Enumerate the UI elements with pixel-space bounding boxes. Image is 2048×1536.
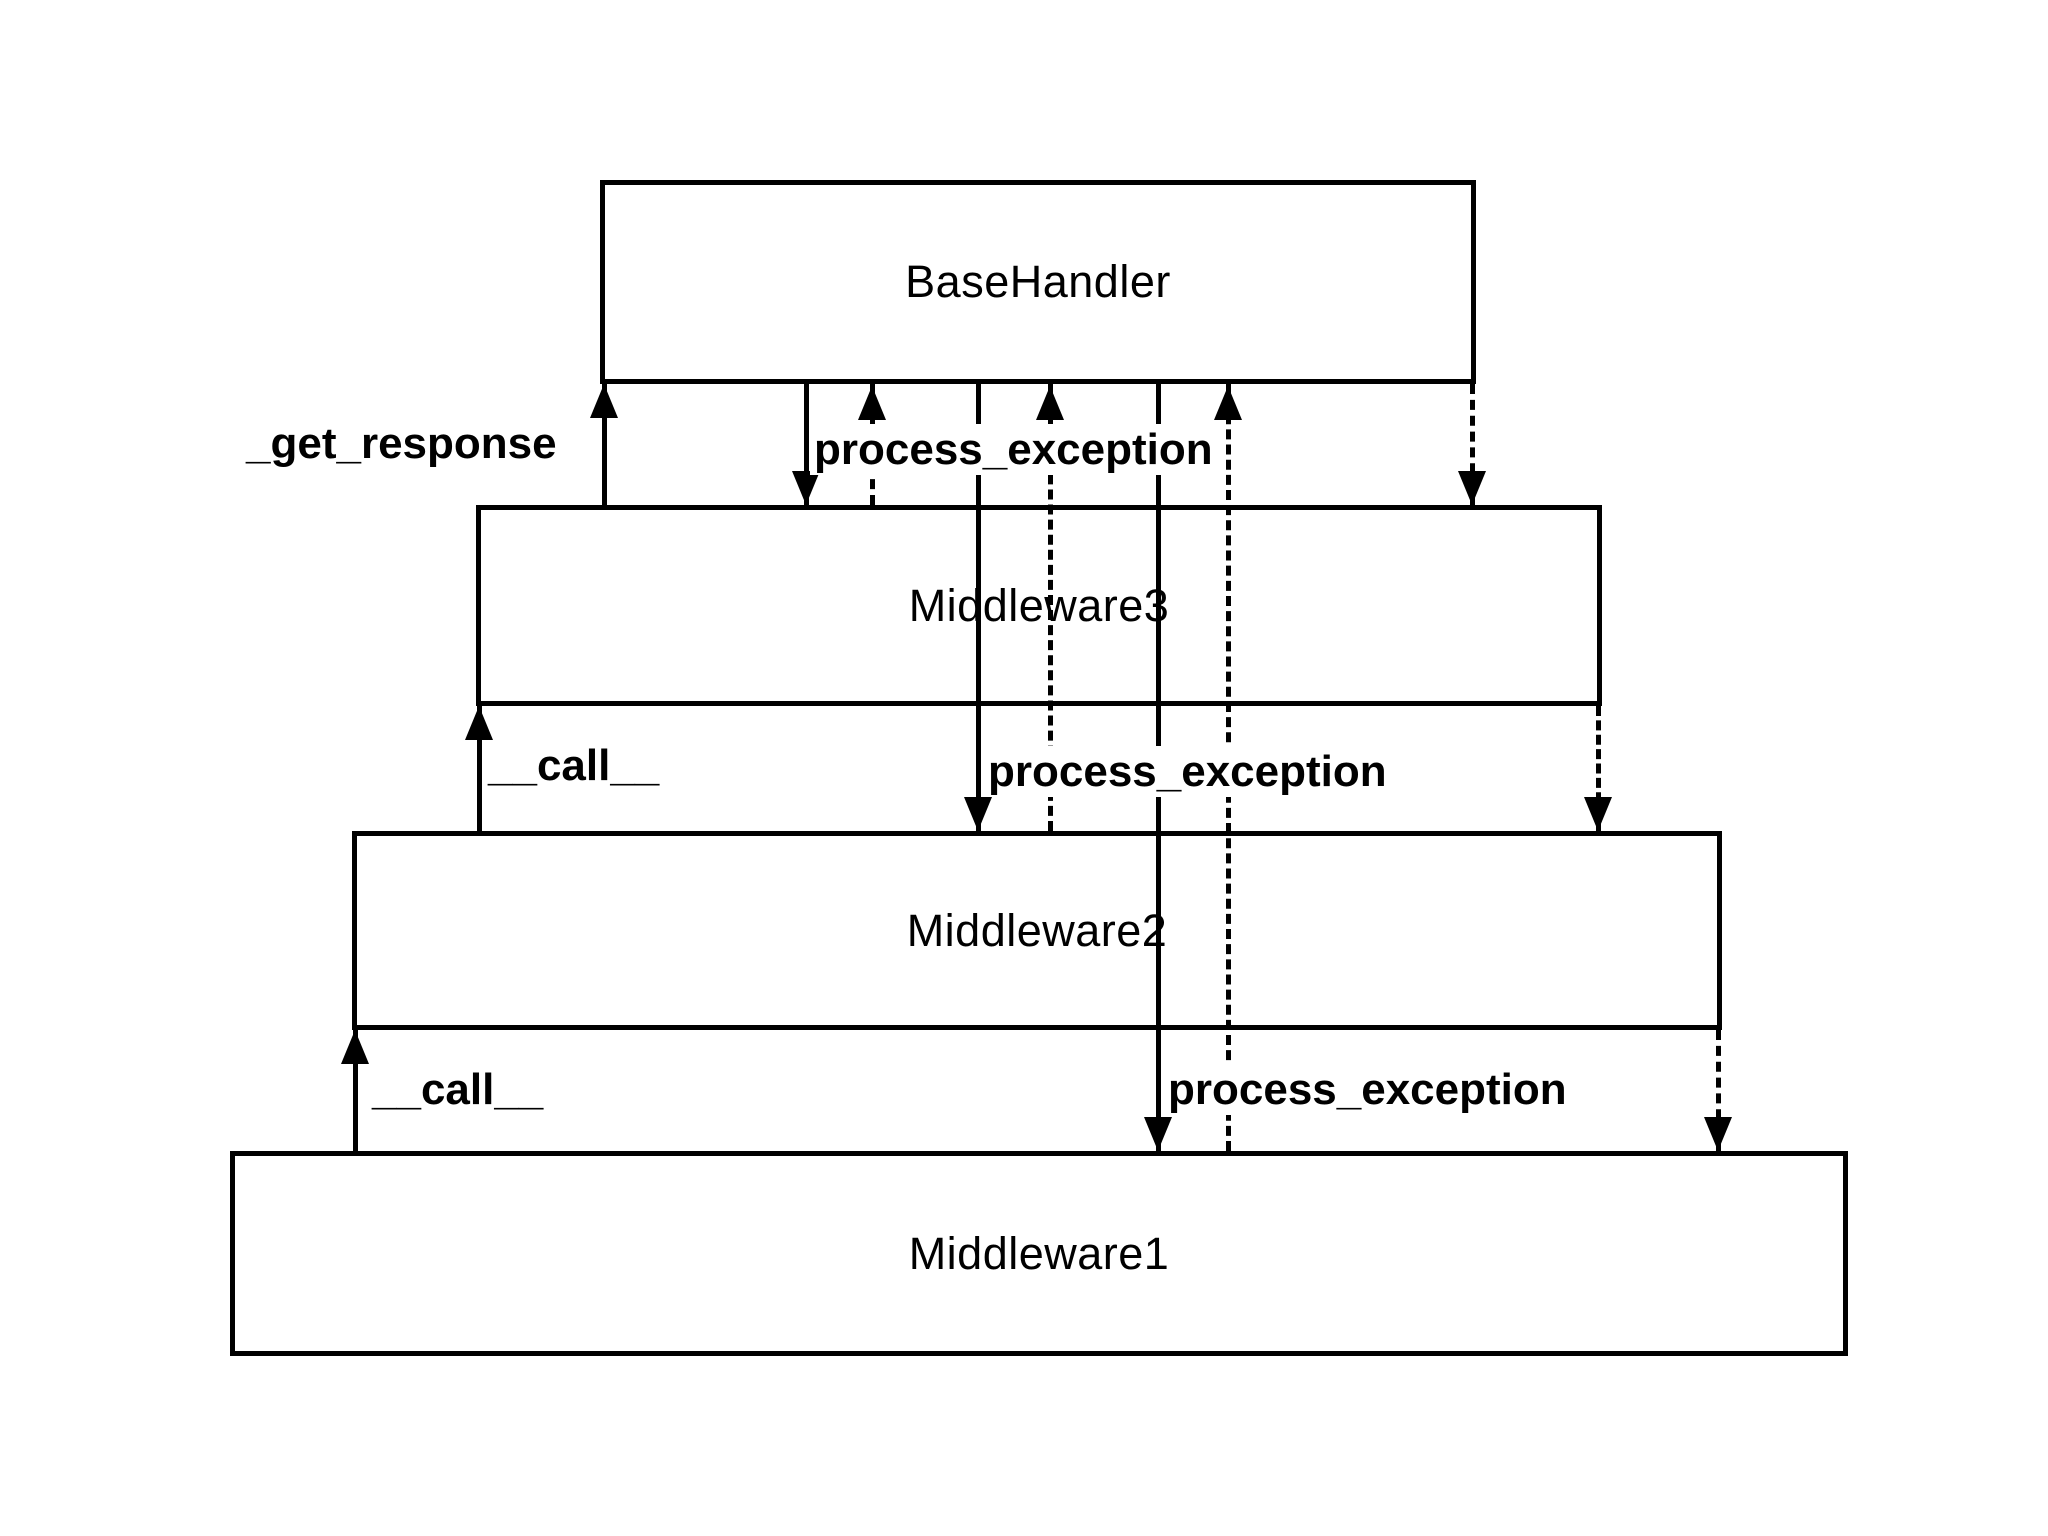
node-middleware3: Middleware3 — [476, 505, 1602, 706]
node-basehandler: BaseHandler — [600, 180, 1476, 384]
label-process-exception-bottom: process_exception — [1164, 1064, 1571, 1116]
label-call-upper: __call__ — [484, 740, 664, 792]
arrowhead-exception-propagate-bh-mw3-down — [1458, 471, 1486, 505]
arrow-exception-return-mw2-bh-dashed — [1048, 384, 1053, 831]
arrowhead-get-response-up — [590, 384, 618, 418]
node-basehandler-label: BaseHandler — [905, 256, 1171, 307]
arrowhead-exception-return-mw3-bh-up — [858, 386, 886, 420]
node-middleware3-label: Middleware3 — [908, 579, 1170, 631]
label-get-response: _get_response — [242, 418, 561, 470]
arrow-call-mw1-mw2 — [353, 1030, 358, 1151]
arrow-process-exception-bh-mw3 — [804, 384, 809, 505]
node-middleware2-label: Middleware2 — [906, 904, 1168, 956]
node-middleware1: Middleware1 — [230, 1151, 1848, 1356]
arrowhead-call-mw1-mw2-up — [341, 1030, 369, 1064]
arrowhead-exception-propagate-mw2-mw1-down — [1704, 1117, 1732, 1151]
label-call-lower: __call__ — [368, 1064, 548, 1116]
arrowhead-call-mw2-mw3-up — [465, 706, 493, 740]
arrowhead-exception-propagate-mw3-mw2-down — [1584, 797, 1612, 831]
arrowhead-process-exception-bh-mw3-down — [792, 471, 820, 505]
arrow-exception-propagate-bh-mw3-dashed — [1470, 384, 1475, 505]
arrowhead-process-exception-bh-mw2-down — [964, 797, 992, 831]
label-process-exception-middle: process_exception — [984, 746, 1391, 798]
arrowhead-process-exception-bh-mw1-down — [1144, 1117, 1172, 1151]
arrow-get-response — [602, 384, 607, 505]
arrow-call-mw2-mw3 — [477, 706, 482, 831]
label-process-exception-top: process_exception — [810, 424, 1217, 476]
arrow-exception-propagate-mw2-mw1-dashed — [1716, 1030, 1721, 1151]
node-middleware2: Middleware2 — [352, 831, 1722, 1030]
arrow-exception-propagate-mw3-mw2-dashed — [1596, 706, 1601, 831]
node-middleware1-label: Middleware1 — [908, 1227, 1170, 1279]
arrow-process-exception-bh-mw2 — [976, 384, 981, 831]
arrowhead-exception-return-mw2-bh-up — [1036, 386, 1064, 420]
arrowhead-exception-return-mw1-bh-up — [1214, 386, 1242, 420]
